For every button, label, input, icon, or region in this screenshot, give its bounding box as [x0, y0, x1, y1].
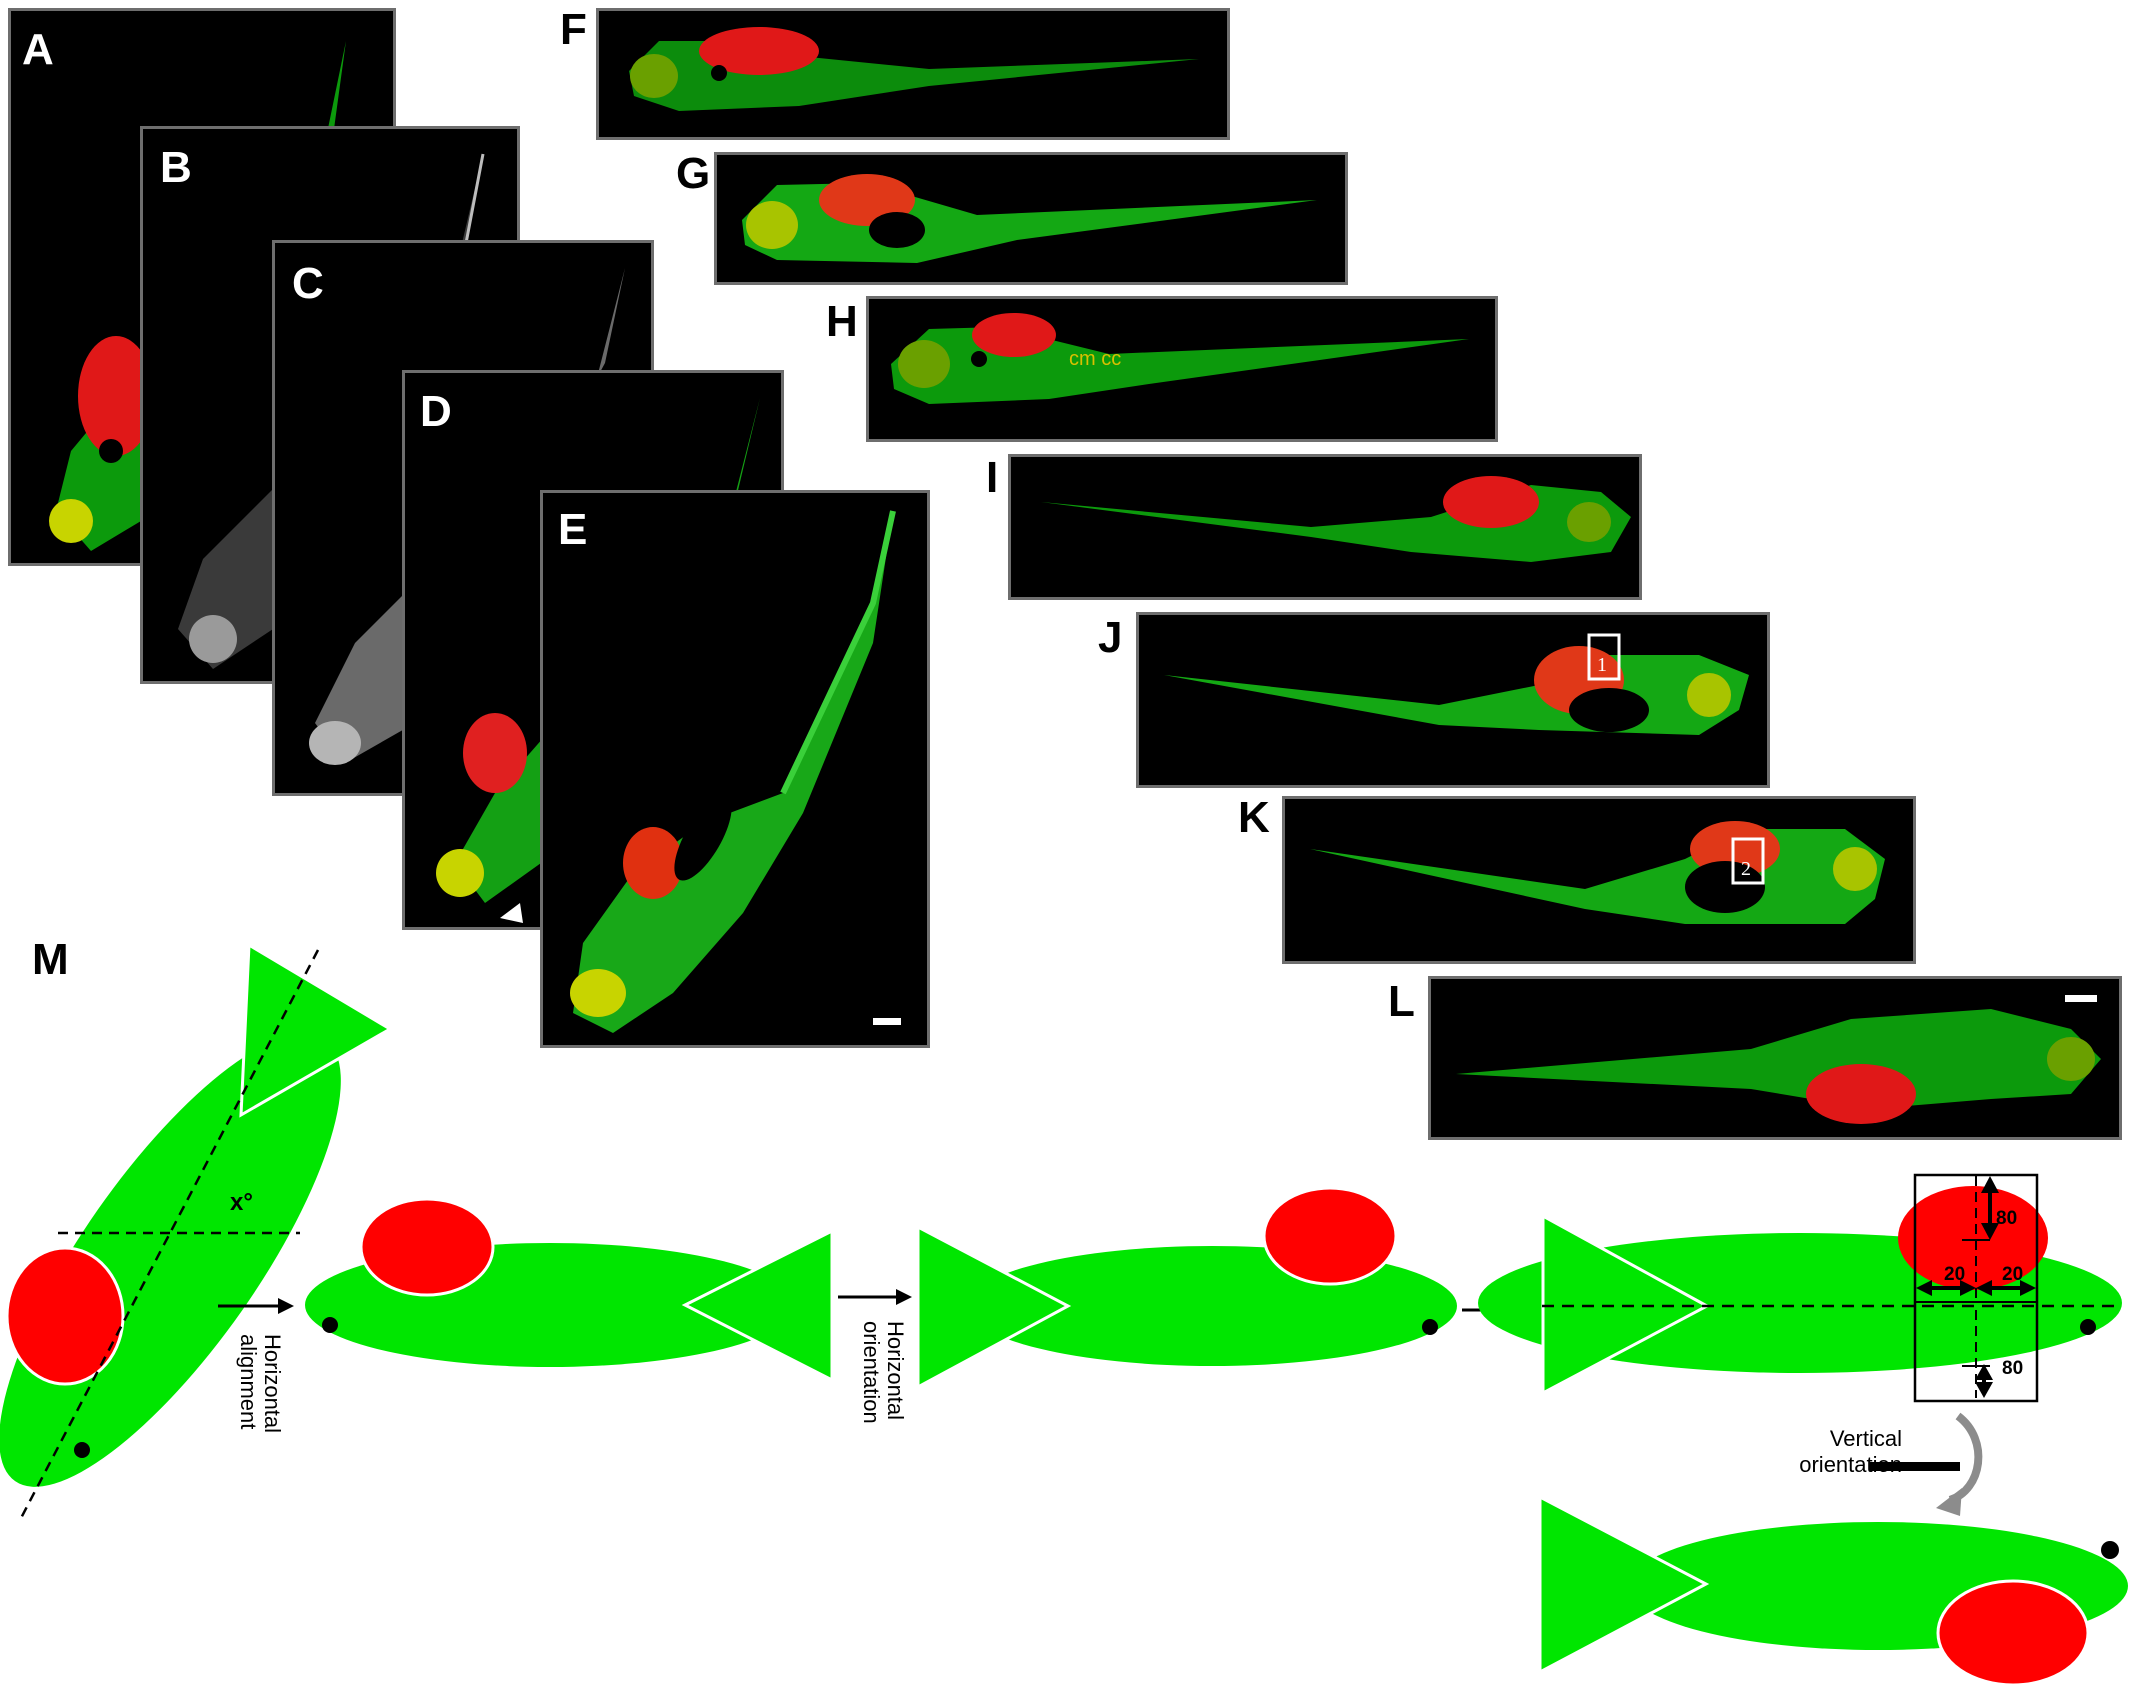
fish-oriented — [916, 1186, 1457, 1390]
panel-e — [540, 490, 930, 1048]
larva-image-f — [629, 27, 1199, 111]
panel-label-b: B — [160, 143, 192, 192]
larva-image-k: 2 — [1310, 821, 1885, 924]
cm-cc-label: cm cc — [1069, 348, 1121, 370]
panel-label-a: A — [22, 25, 54, 74]
panel-g — [714, 152, 1348, 285]
panel-label-l: L — [1388, 977, 1415, 1026]
panel-label-i: I — [986, 453, 999, 502]
inset-box-2 — [1731, 837, 1765, 885]
dim-left: 20 — [1944, 1264, 1965, 1285]
larva-image-a — [49, 41, 346, 551]
larva-image-e — [570, 510, 901, 1033]
panel-label-d: D — [420, 387, 452, 436]
fish-tilted — [0, 942, 393, 1521]
panel-label-c: C — [292, 259, 324, 308]
panel-label-k: K — [1238, 793, 1270, 842]
panel-h: cm cc — [866, 296, 1498, 442]
label-vertical-orientation: Vertical orientation — [1799, 1426, 1902, 1477]
dim-top: 80 — [1996, 1208, 2017, 1229]
larva-image-c — [309, 268, 625, 765]
larva-image-l — [1456, 995, 2101, 1124]
panel-f — [596, 8, 1230, 140]
panel-k: 2 — [1282, 796, 1916, 964]
dim-bottom: 80 — [2002, 1358, 2023, 1379]
panel-label-h: H — [826, 297, 858, 346]
panel-i — [1008, 454, 1642, 600]
panel-label-j: J — [1098, 613, 1123, 662]
larva-image-d — [436, 398, 760, 923]
larva-image-h: cm cc — [891, 313, 1469, 404]
svg-text:1: 1 — [1597, 654, 1607, 676]
panel-label-m: M — [32, 935, 69, 984]
inset-box-1 — [1587, 633, 1621, 681]
label-horizontal-orientation: Horizontal orientation — [859, 1321, 908, 1424]
panel-l — [1428, 976, 2122, 1140]
panel-label-f: F — [560, 5, 587, 54]
arrow-vertical-orientation — [1870, 1412, 1983, 1516]
arrow-horizontal-orientation — [838, 1289, 912, 1305]
larva-image-j: 1 — [1164, 633, 1749, 735]
label-horizontal-alignment: Horizontal alignment — [236, 1334, 285, 1434]
fish-aligned — [305, 1197, 834, 1383]
fish-measured — [1478, 1173, 2122, 1403]
panel-label-e: E — [558, 505, 588, 554]
angle-label: x° — [230, 1189, 253, 1216]
larva-image-i — [1041, 476, 1631, 562]
panel-j: 1 — [1136, 612, 1770, 788]
measure-box — [1913, 1173, 2039, 1403]
larva-image-g — [742, 174, 1317, 263]
arrow-horizontal-alignment — [218, 1298, 294, 1314]
fish-flipped — [1538, 1494, 2128, 1686]
dim-right: 20 — [2002, 1264, 2023, 1285]
svg-text:2: 2 — [1741, 858, 1751, 880]
panel-label-g: G — [676, 149, 711, 198]
